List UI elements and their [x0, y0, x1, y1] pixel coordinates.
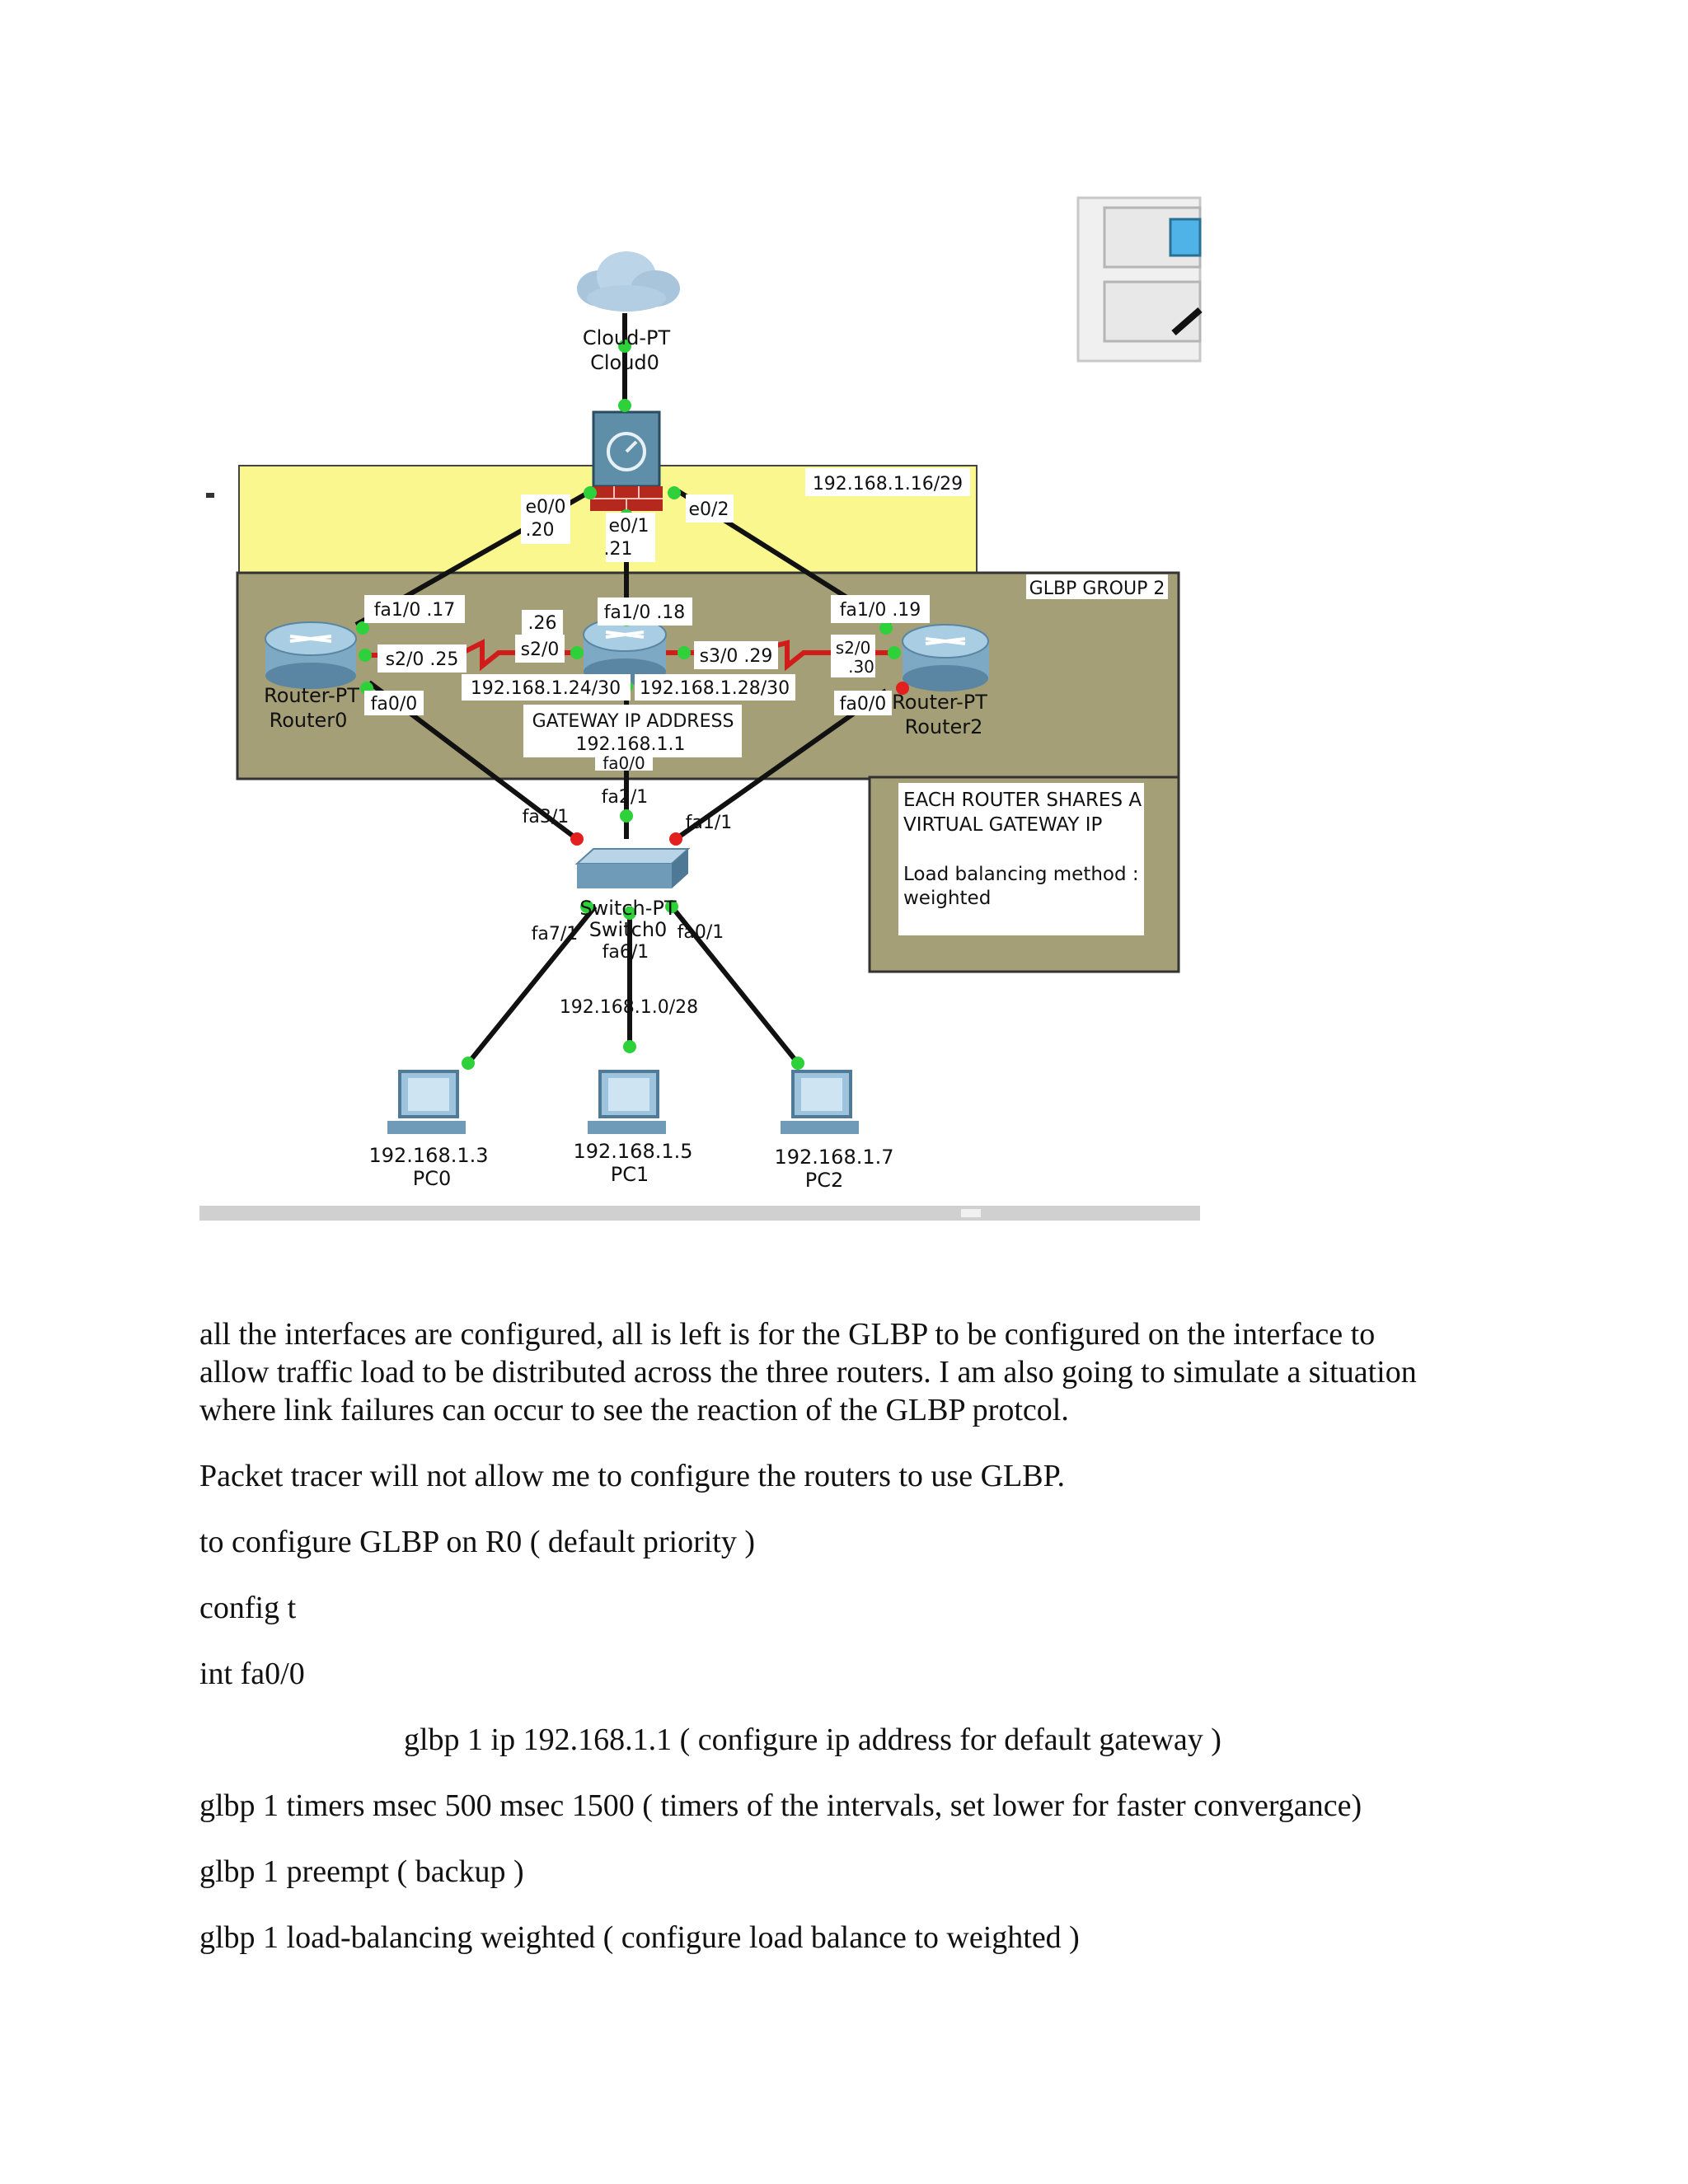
pc2-icon[interactable]	[781, 1070, 859, 1134]
pc1-name-label: PC1	[611, 1163, 649, 1186]
router1-s2-0-ip-label: .26	[528, 613, 557, 634]
cloud-icon[interactable]	[577, 251, 680, 312]
pc1-icon[interactable]	[588, 1070, 666, 1134]
command-glbp-timers: glbp 1 timers msec 500 msec 1500 ( timer…	[199, 1788, 1362, 1823]
paragraph-1-line-2: allow traffic load to be distributed acr…	[199, 1355, 1417, 1390]
pc2-name-label: PC2	[805, 1169, 844, 1192]
router2-fa0-0-label: fa0/0	[840, 694, 887, 715]
router0-fa0-0-label: fa0/0	[371, 694, 418, 715]
note-line-2: VIRTUAL GATEWAY IP	[903, 814, 1102, 836]
pc0-name-label: PC0	[413, 1167, 452, 1190]
cloud-type-label: Cloud-PT	[583, 326, 671, 349]
router2-fa1-0-label: fa1/0 .19	[840, 600, 921, 621]
router0-fa1-0-label: fa1/0 .17	[374, 600, 456, 621]
cloud-name-label: Cloud0	[590, 351, 659, 374]
router1-fa1-0-label: fa1/0 .18	[604, 602, 686, 623]
router2-type-label: Router-PT	[892, 691, 987, 714]
gateway-title-label: GATEWAY IP ADDRESS	[532, 711, 734, 732]
router0-name-label: Router0	[270, 709, 348, 732]
router0-icon[interactable]	[265, 621, 357, 689]
router2-name-label: Router2	[905, 715, 983, 738]
window-fragment	[1076, 196, 1203, 363]
paragraph-1-line-3: where link failures can occur to see the…	[199, 1393, 1069, 1427]
switch-fa3-1-label: fa3/1	[523, 807, 570, 827]
switch-fa0-1-label: fa0/1	[678, 922, 724, 943]
firewall-e0-1-ip-label: .21	[604, 539, 633, 560]
switch-fa2-1-label: fa2/1	[602, 787, 649, 808]
canvas-scrollbar[interactable]	[199, 1206, 1200, 1221]
note-line-1: EACH ROUTER SHARES A	[903, 790, 1142, 811]
firewall-e0-1-label: e0/1	[609, 516, 649, 537]
command-glbp-ip: glbp 1 ip 192.168.1.1 ( configure ip add…	[404, 1722, 1221, 1757]
router2-icon[interactable]	[902, 624, 989, 691]
router2-s2-0-label: s2/0	[836, 638, 871, 658]
router1-s3-0-label: s3/0 .29	[700, 646, 773, 667]
note-line-4: weighted	[903, 888, 991, 909]
command-int-fa0-0: int fa0/0	[199, 1657, 305, 1691]
switch-name-label: Switch0	[589, 918, 668, 941]
firewall-e0-0-ip-label: .20	[526, 520, 555, 541]
switch-fa7-1-label: fa7/1	[532, 924, 579, 944]
right-serial-subnet-label: 192.168.1.28/30	[640, 678, 790, 699]
router2-s2-0-ip-label: .30	[848, 657, 874, 677]
switch-fa6-1-label: fa6/1	[603, 942, 649, 963]
outer-subnet-label: 192.168.1.16/29	[813, 474, 963, 494]
command-glbp-load-balancing: glbp 1 load-balancing weighted ( configu…	[199, 1920, 1080, 1955]
network-topology-diagram: Cloud-PT Cloud0 192.168.1.16/29 GLBP GRO…	[199, 196, 1203, 1221]
pc2-ip-label: 192.168.1.7	[774, 1146, 893, 1169]
note-box	[898, 783, 1144, 935]
pc0-icon[interactable]	[387, 1070, 466, 1134]
router1-s2-0-label: s2/0	[521, 640, 560, 660]
switch-fa1-1-label: fa1/1	[686, 813, 733, 833]
pc1-ip-label: 192.168.1.5	[573, 1140, 692, 1163]
command-glbp-preempt: glbp 1 preempt ( backup )	[199, 1854, 524, 1889]
switch-icon[interactable]	[574, 848, 691, 888]
glbp-group-label: GLBP GROUP 2	[1029, 579, 1165, 599]
switch-type-label: Switch-PT	[579, 897, 676, 920]
firewall-e0-0-label: e0/0	[526, 497, 566, 518]
router0-type-label: Router-PT	[264, 684, 359, 707]
router0-s2-0-label: s2/0 .25	[386, 649, 459, 670]
firewall-e0-2-label: e0/2	[689, 499, 729, 520]
firewall-icon[interactable]	[590, 410, 663, 511]
command-config-t: config t	[199, 1591, 297, 1625]
pc0-ip-label: 192.168.1.3	[368, 1144, 488, 1167]
gateway-ip-label: 192.168.1.1	[576, 734, 686, 755]
paragraph-1-line-1: all the interfaces are configured, all i…	[199, 1317, 1376, 1352]
router1-fa0-0-label: fa0/0	[603, 753, 645, 773]
note-line-3: Load balancing method :	[903, 864, 1139, 885]
paragraph-2: Packet tracer will not allow me to confi…	[199, 1459, 1066, 1493]
left-serial-subnet-label: 192.168.1.24/30	[471, 678, 621, 699]
paragraph-3: to configure GLBP on R0 ( default priori…	[199, 1525, 756, 1559]
lan-subnet-label: 192.168.1.0/28	[560, 997, 698, 1018]
